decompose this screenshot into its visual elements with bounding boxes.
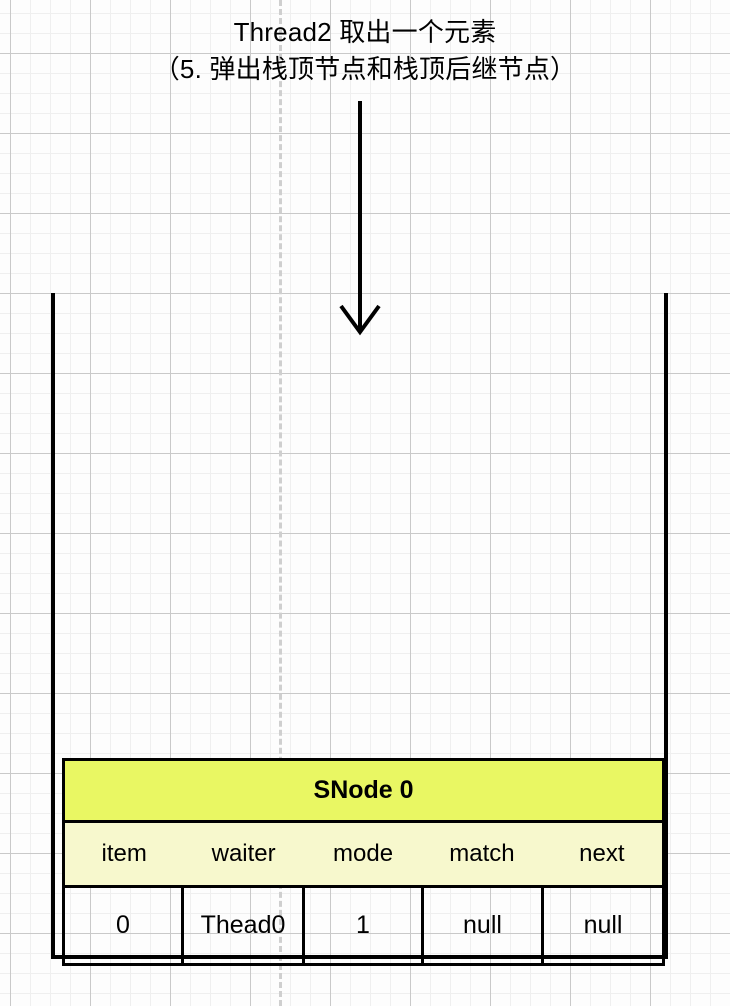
center-guide-line xyxy=(279,0,282,1006)
down-arrow-icon xyxy=(339,101,381,336)
snode-field-header-row: item waiter mode match next xyxy=(63,821,664,888)
field-value-match: null xyxy=(422,886,544,965)
field-label-item: item xyxy=(101,840,147,867)
field-value-item: 0 xyxy=(63,886,184,965)
diagram-title: Thread2 取出一个元素 （5. 弹出栈顶节点和栈顶后继节点） xyxy=(0,14,730,88)
field-header-group: item waiter mode match next xyxy=(63,821,664,888)
field-value-mode: 1 xyxy=(303,886,424,965)
title-line-2: （5. 弹出栈顶节点和栈顶后继节点） xyxy=(153,54,577,84)
snode-title: SNode 0 xyxy=(63,759,664,823)
snode-table: SNode 0 item waiter mode match next 0 Th… xyxy=(62,758,666,966)
field-value-waiter: Thead0 xyxy=(182,886,305,965)
field-value-next: null xyxy=(583,911,623,939)
snode-value-row: 0 Thead0 1 null null xyxy=(63,886,664,965)
field-label-next: next xyxy=(579,840,625,867)
field-label-mode: mode xyxy=(333,840,394,867)
field-label-waiter: waiter xyxy=(211,840,276,867)
title-line-1: Thread2 取出一个元素 xyxy=(233,17,497,47)
field-label-match: match xyxy=(449,840,515,867)
snode-header-row: SNode 0 xyxy=(63,759,664,823)
